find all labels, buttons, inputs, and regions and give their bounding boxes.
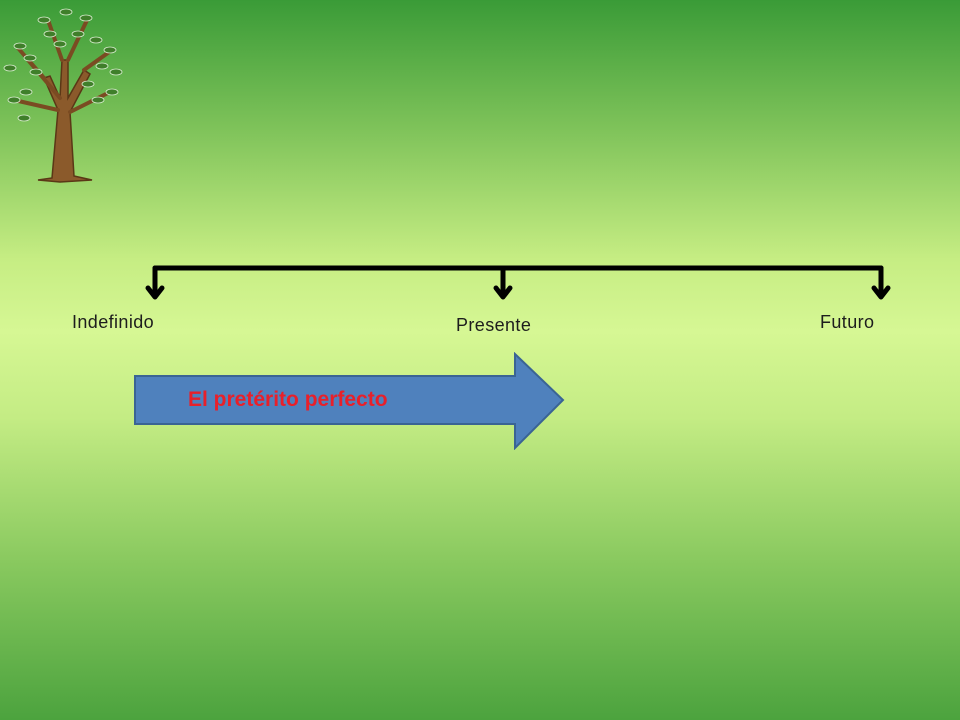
timeline-label-presente: Presente bbox=[456, 315, 532, 335]
timeline-label-indefinido: Indefinido bbox=[72, 312, 155, 332]
tree-icon bbox=[3, 8, 123, 183]
right-arrow-shape bbox=[134, 352, 565, 450]
timeline-tick-indefinido bbox=[145, 265, 165, 300]
timeline-label-futuro: Futuro bbox=[820, 312, 875, 332]
timeline-tick-futuro bbox=[871, 265, 891, 300]
arrow-label: El pretérito perfecto bbox=[188, 388, 388, 411]
timeline-tick-presente bbox=[493, 265, 513, 300]
